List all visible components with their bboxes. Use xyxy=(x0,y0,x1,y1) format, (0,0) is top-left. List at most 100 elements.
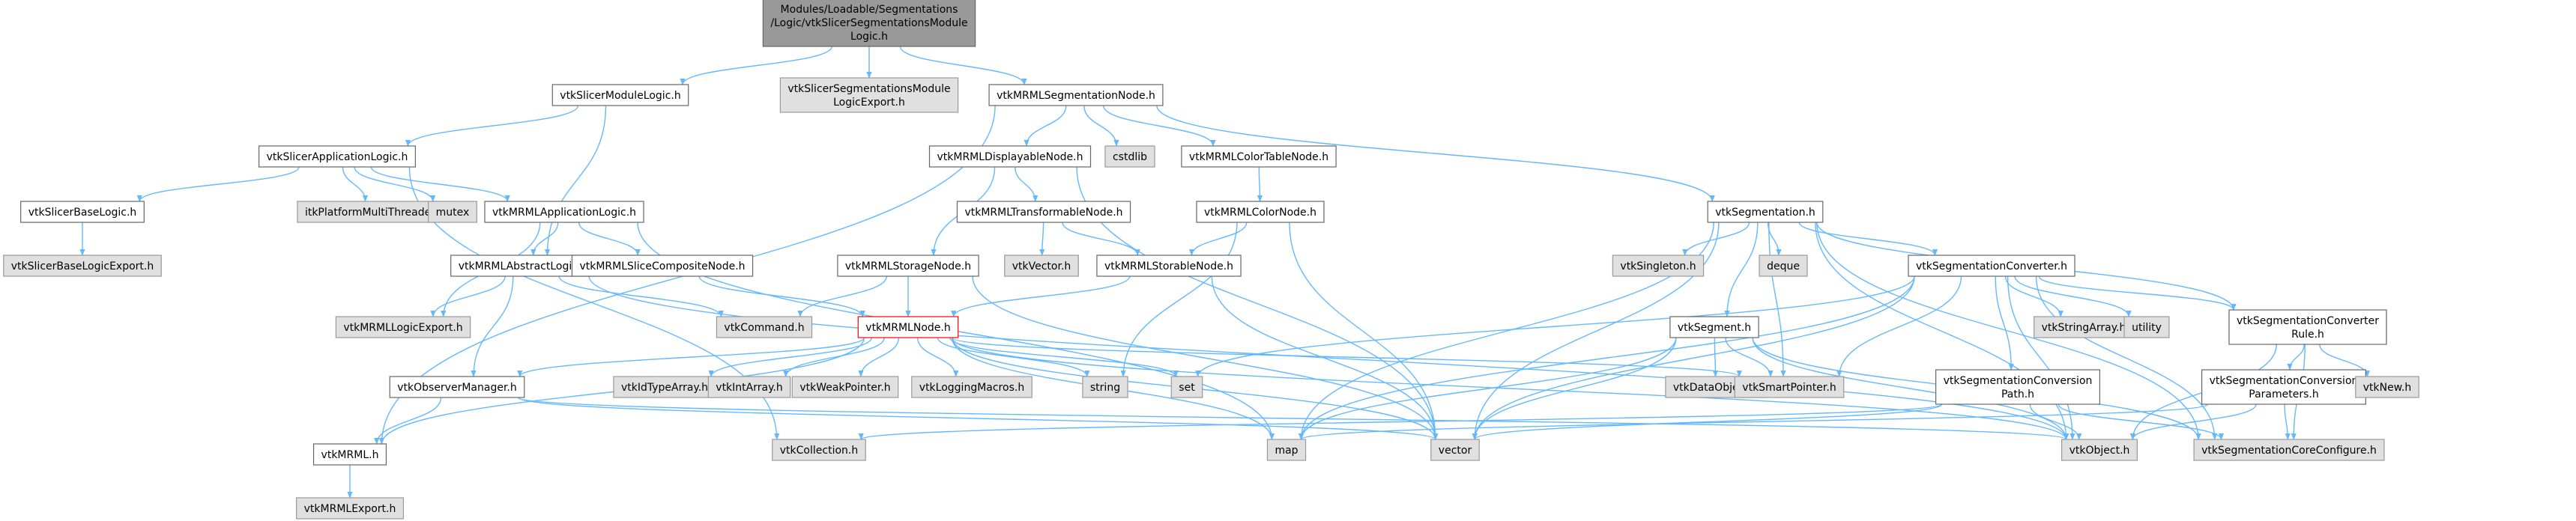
edge-sml-to-sal xyxy=(405,105,578,147)
edge-sal-to-sbl xyxy=(136,166,300,202)
node-sing[interactable]: vtkSingleton.h xyxy=(1612,255,1705,277)
edge-seg-to-scc xyxy=(1816,222,2201,440)
node-box xyxy=(1096,255,1242,277)
node-label: vtkSegmentationCoreConfigure.h xyxy=(2201,445,2377,457)
node-box xyxy=(1266,439,1307,461)
edge-scpar-to-map xyxy=(1298,403,2209,440)
node-vseg[interactable]: vtkSegment.h xyxy=(1669,316,1759,338)
node-msn[interactable]: vtkMRMLSegmentationNode.h xyxy=(988,84,1164,106)
node-cstdlib[interactable]: cstdlib xyxy=(1104,145,1155,168)
node-box xyxy=(1612,255,1705,277)
edge-om-to-mrml xyxy=(374,397,442,445)
node-seg[interactable]: vtkSegmentation.h xyxy=(1707,201,1824,223)
node-wptr[interactable]: vtkWeakPointer.h xyxy=(791,376,899,398)
node-mabl[interactable]: vtkMRMLAbstractLogic.h xyxy=(450,255,596,277)
node-label: vtkObject.h xyxy=(2069,445,2130,457)
node-util[interactable]: utility xyxy=(2123,316,2170,338)
node-logm[interactable]: vtkLoggingMacros.h xyxy=(911,376,1032,398)
node-label: vtkMRMLAbstractLogic.h xyxy=(459,260,588,272)
node-sconv[interactable]: vtkSegmentationConverter.h xyxy=(1908,255,2075,277)
node-box xyxy=(335,316,471,338)
node-label: Parameters.h xyxy=(2249,389,2318,400)
node-box xyxy=(450,255,596,277)
node-om[interactable]: vtkObserverManager.h xyxy=(389,376,525,398)
node-box xyxy=(956,201,1131,223)
edge-sal-to-mal xyxy=(370,166,510,202)
edge-seg-to-sconv xyxy=(1798,222,1938,256)
edge-seg-to-vseg xyxy=(1724,222,1759,317)
node-sal[interactable]: vtkSlicerApplicationLogic.h xyxy=(258,145,416,168)
node-map[interactable]: map xyxy=(1266,439,1307,461)
node-mrml[interactable]: vtkMRML.h xyxy=(312,443,387,466)
edge-om-to-vobj xyxy=(518,397,2069,440)
node-msn2[interactable]: vtkMRMLStorageNode.h xyxy=(837,255,979,277)
node-label: map xyxy=(1275,445,1298,457)
edge-mctn-to-mcn xyxy=(1257,166,1263,202)
edge-mtn-to-vvec xyxy=(1039,222,1045,256)
node-label: string xyxy=(1090,382,1120,394)
node-mdn[interactable]: vtkMRMLDisplayableNode.h xyxy=(928,145,1092,168)
edge-msn-to-mdn xyxy=(1024,105,1067,147)
edge-mnode-to-logm xyxy=(917,337,959,377)
node-sptr[interactable]: vtkSmartPointer.h xyxy=(1734,376,1845,398)
node-label: Logic.h xyxy=(850,31,888,43)
node-label: vtkWeakPointer.h xyxy=(799,382,890,394)
edge-vseg-to-sptr xyxy=(1725,337,1774,377)
edge-sconv-to-util xyxy=(2014,275,2132,317)
node-box xyxy=(928,145,1092,168)
node-sarr[interactable]: vtkStringArray.h xyxy=(2034,316,2134,338)
edge-msn-to-cstdlib xyxy=(1083,105,1119,147)
node-vvec[interactable]: vtkVector.h xyxy=(1004,255,1079,277)
node-mle[interactable]: vtkMRMLLogicExport.h xyxy=(335,316,471,338)
node-mal[interactable]: vtkMRMLApplicationLogic.h xyxy=(484,201,644,223)
node-itk[interactable]: itkPlatformMultiThreader.h xyxy=(297,201,453,223)
graph-nodes: Modules/Loadable/Segmentations/Logic/vtk… xyxy=(3,0,2419,520)
node-vobj[interactable]: vtkObject.h xyxy=(2061,439,2138,461)
node-sml[interactable]: vtkSlicerModuleLogic.h xyxy=(551,84,689,106)
node-mtn[interactable]: vtkMRMLTransformableNode.h xyxy=(956,201,1131,223)
node-ssmle[interactable]: vtkSlicerSegmentationsModuleLogicExport.… xyxy=(779,77,959,113)
edge-seg-to-deque xyxy=(1767,222,1782,256)
edge-seg-to-vector xyxy=(1472,222,1720,440)
node-box xyxy=(312,443,387,466)
node-vector[interactable]: vector xyxy=(1430,439,1480,461)
node-sble[interactable]: vtkSlicerBaseLogicExport.h xyxy=(3,255,162,277)
node-box xyxy=(707,376,791,398)
node-mctn[interactable]: vtkMRMLColorTableNode.h xyxy=(1181,145,1337,168)
edge-root-to-msn xyxy=(899,46,1027,85)
edge-scp-to-vobj xyxy=(2029,403,2082,440)
edge-sml-to-mabl xyxy=(544,105,607,256)
node-mcn[interactable]: vtkMRMLColorNode.h xyxy=(1196,201,1325,223)
node-label: vtkMRMLDisplayableNode.h xyxy=(937,151,1083,163)
node-idarr[interactable]: vtkIdTypeArray.h xyxy=(613,376,716,398)
node-vnew[interactable]: vtkNew.h xyxy=(2355,376,2419,398)
node-box xyxy=(2228,309,2387,345)
node-mnode[interactable]: vtkMRMLNode.h xyxy=(857,316,959,338)
node-mstn[interactable]: vtkMRMLStorableNode.h xyxy=(1096,255,1242,277)
node-mrmlexp[interactable]: vtkMRMLExport.h xyxy=(296,497,404,520)
node-string[interactable]: string xyxy=(1082,376,1128,398)
node-label: set xyxy=(1179,382,1195,394)
node-label: vtkIdTypeArray.h xyxy=(621,382,708,394)
node-set[interactable]: set xyxy=(1170,376,1203,398)
node-intarr[interactable]: vtkIntArray.h xyxy=(707,376,791,398)
node-scc[interactable]: vtkSegmentationCoreConfigure.h xyxy=(2193,439,2385,461)
node-cmd[interactable]: vtkCommand.h xyxy=(716,316,813,338)
node-box xyxy=(1181,145,1337,168)
node-sbl[interactable]: vtkSlicerBaseLogic.h xyxy=(20,201,145,223)
edge-mabl-to-vobj xyxy=(588,275,2069,440)
edge-scp-to-scc xyxy=(2058,403,2225,440)
edge-mnode-to-string xyxy=(937,337,1090,377)
node-deque[interactable]: deque xyxy=(1759,255,1808,277)
edge-scr-to-scpar xyxy=(2287,344,2305,371)
edge-mal-to-mscn xyxy=(578,222,641,256)
node-label: mutex xyxy=(436,207,470,219)
node-mutex[interactable]: mutex xyxy=(428,201,477,223)
edge-sconv-to-sptr xyxy=(1836,275,1962,377)
node-coll[interactable]: vtkCollection.h xyxy=(772,439,866,461)
edge-mnode-to-vobj xyxy=(952,337,2069,440)
node-mscn[interactable]: vtkMRMLSliceCompositeNode.h xyxy=(571,255,754,277)
